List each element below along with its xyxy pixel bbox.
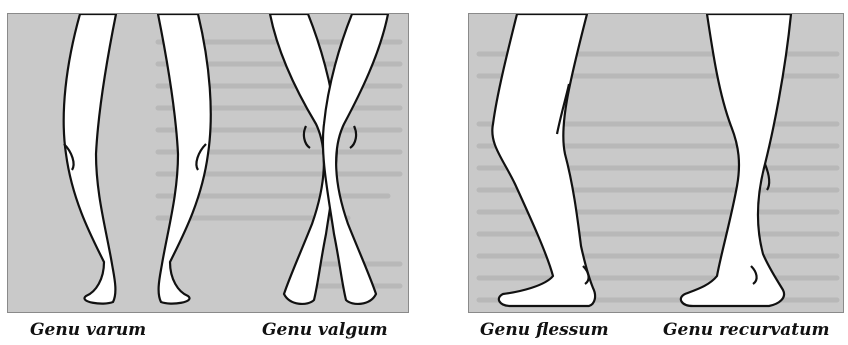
lateral-view-panel xyxy=(468,13,844,313)
genu-valgum-legs xyxy=(270,14,388,304)
caption-genu-recurvatum: Genu recurvatum xyxy=(663,320,830,340)
caption-genu-valgum: Genu valgum xyxy=(262,320,388,340)
genu-varum-legs xyxy=(64,14,211,304)
frontal-legs-illustration xyxy=(8,14,408,312)
caption-genu-flessum: Genu flessum xyxy=(480,320,609,340)
caption-genu-varum: Genu varum xyxy=(30,320,146,340)
frontal-view-panel xyxy=(7,13,409,313)
genu-recurvatum-leg xyxy=(681,14,791,306)
genu-flessum-leg xyxy=(492,14,595,306)
lateral-legs-illustration xyxy=(469,14,843,312)
